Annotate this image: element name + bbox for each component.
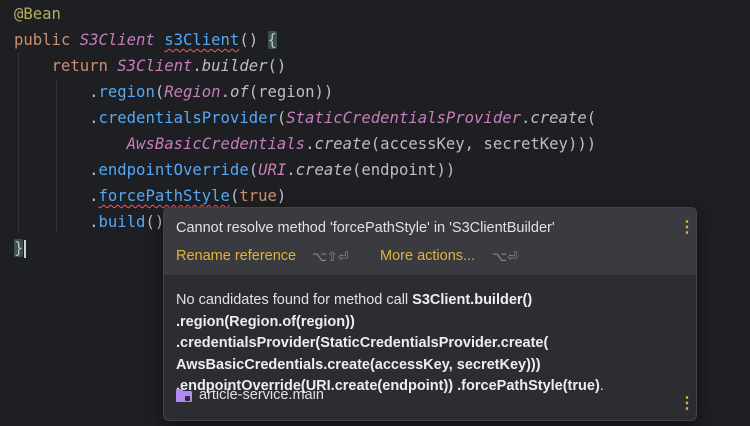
code-token: . bbox=[14, 109, 99, 127]
popup-header bbox=[164, 208, 696, 275]
code-token: Region bbox=[164, 83, 221, 101]
more-actions-link[interactable]: More actions... bbox=[380, 248, 476, 264]
code-token: ) bbox=[276, 187, 287, 205]
description-code-line: AwsBasicCredentials.create(accessKey, se… bbox=[176, 356, 541, 373]
description-code-line: .region(Region.of(region)) bbox=[176, 313, 355, 330]
code-token: } bbox=[14, 239, 24, 257]
code-token: . bbox=[14, 161, 99, 179]
more-actions-shortcut: ⌥⏎ bbox=[492, 249, 518, 264]
code-line[interactable]: .build() bbox=[14, 209, 164, 235]
more-options-icon[interactable]: ⋮ bbox=[679, 220, 695, 236]
code-line[interactable]: .region(Region.of(region)) bbox=[14, 79, 333, 105]
code-token: of bbox=[229, 83, 249, 101]
code-token: build bbox=[98, 213, 146, 231]
code-token: { bbox=[267, 31, 277, 49]
code-token: public bbox=[14, 31, 80, 49]
indent-guide bbox=[18, 52, 19, 232]
code-line[interactable]: return S3Client.builder() bbox=[14, 53, 287, 79]
code-token: builder bbox=[201, 57, 268, 75]
code-token: () bbox=[239, 31, 268, 49]
code-token bbox=[155, 31, 164, 49]
description-suffix: . bbox=[599, 378, 604, 394]
code-token: . bbox=[192, 57, 202, 75]
code-token: () bbox=[267, 57, 287, 75]
code-token: true bbox=[239, 187, 277, 205]
code-line[interactable]: @Bean bbox=[14, 1, 61, 27]
code-token: create bbox=[530, 109, 587, 127]
code-token: AwsBasicCredentials bbox=[126, 135, 306, 153]
code-token: S3Client bbox=[117, 57, 193, 75]
code-token: s3Client bbox=[164, 31, 240, 49]
code-line[interactable]: } bbox=[14, 235, 26, 261]
code-token: credentialsProvider bbox=[98, 109, 277, 127]
code-token: . bbox=[305, 135, 315, 153]
code-token: ( bbox=[248, 161, 259, 179]
code-token: (region)) bbox=[248, 83, 334, 101]
code-token: . bbox=[220, 83, 230, 101]
code-token: . bbox=[14, 213, 99, 231]
code-line[interactable]: .endpointOverride(URI.create(endpoint)) bbox=[14, 157, 455, 183]
code-line[interactable]: .forcePathStyle(true) bbox=[14, 183, 286, 209]
code-token: (accessKey, secretKey))) bbox=[370, 135, 597, 153]
code-token: region bbox=[98, 83, 155, 101]
code-token: . bbox=[14, 187, 99, 205]
code-token: create bbox=[295, 161, 353, 179]
code-token: ( bbox=[586, 109, 597, 127]
code-token: @Bean bbox=[14, 5, 61, 23]
error-description: No candidates found for method call S3Cl… bbox=[176, 290, 684, 398]
module-info: article-service.main bbox=[176, 387, 324, 403]
code-token: . bbox=[286, 161, 296, 179]
module-name: article-service.main bbox=[199, 387, 324, 403]
code-token: . bbox=[521, 109, 531, 127]
module-folder-icon bbox=[176, 388, 192, 402]
code-line[interactable]: public S3Client s3Client() { bbox=[14, 27, 277, 53]
rename-reference-shortcut: ⌥⇧⏎ bbox=[312, 249, 349, 264]
error-message: Cannot resolve method 'forcePathStyle' i… bbox=[176, 220, 555, 236]
more-options-icon-bottom[interactable]: ⋮ bbox=[679, 395, 695, 412]
error-tooltip-popup[interactable]: Cannot resolve method 'forcePathStyle' i… bbox=[163, 207, 697, 421]
code-token: ( bbox=[229, 187, 240, 205]
rename-reference-link[interactable]: Rename reference bbox=[176, 248, 297, 264]
code-token: ( bbox=[276, 109, 287, 127]
code-token: return bbox=[51, 57, 118, 75]
code-token: (endpoint)) bbox=[352, 161, 456, 179]
text-cursor bbox=[24, 239, 26, 258]
code-token: () bbox=[145, 213, 165, 231]
description-code-line: .credentialsProvider(StaticCredentialsPr… bbox=[176, 335, 549, 351]
code-token: S3Client bbox=[79, 31, 155, 49]
code-line[interactable]: AwsBasicCredentials.create(accessKey, se… bbox=[14, 131, 596, 157]
code-token bbox=[14, 57, 52, 75]
indent-guide bbox=[56, 80, 57, 232]
description-code-line: S3Client.builder() bbox=[412, 292, 533, 308]
code-token: URI bbox=[258, 161, 287, 179]
code-token: . bbox=[14, 83, 99, 101]
code-line[interactable]: .credentialsProvider(StaticCredentialsPr… bbox=[14, 105, 596, 131]
code-token bbox=[14, 135, 127, 153]
code-token: ( bbox=[154, 83, 165, 101]
code-token: StaticCredentialsProvider bbox=[286, 109, 521, 127]
description-code-line: .endpointOverride(URI.create(endpoint)) … bbox=[176, 378, 600, 394]
code-token: forcePathStyle bbox=[98, 187, 230, 205]
description-prefix: No candidates found for method call bbox=[176, 292, 413, 308]
code-token: create bbox=[314, 135, 371, 153]
code-token: endpointOverride bbox=[98, 161, 249, 179]
